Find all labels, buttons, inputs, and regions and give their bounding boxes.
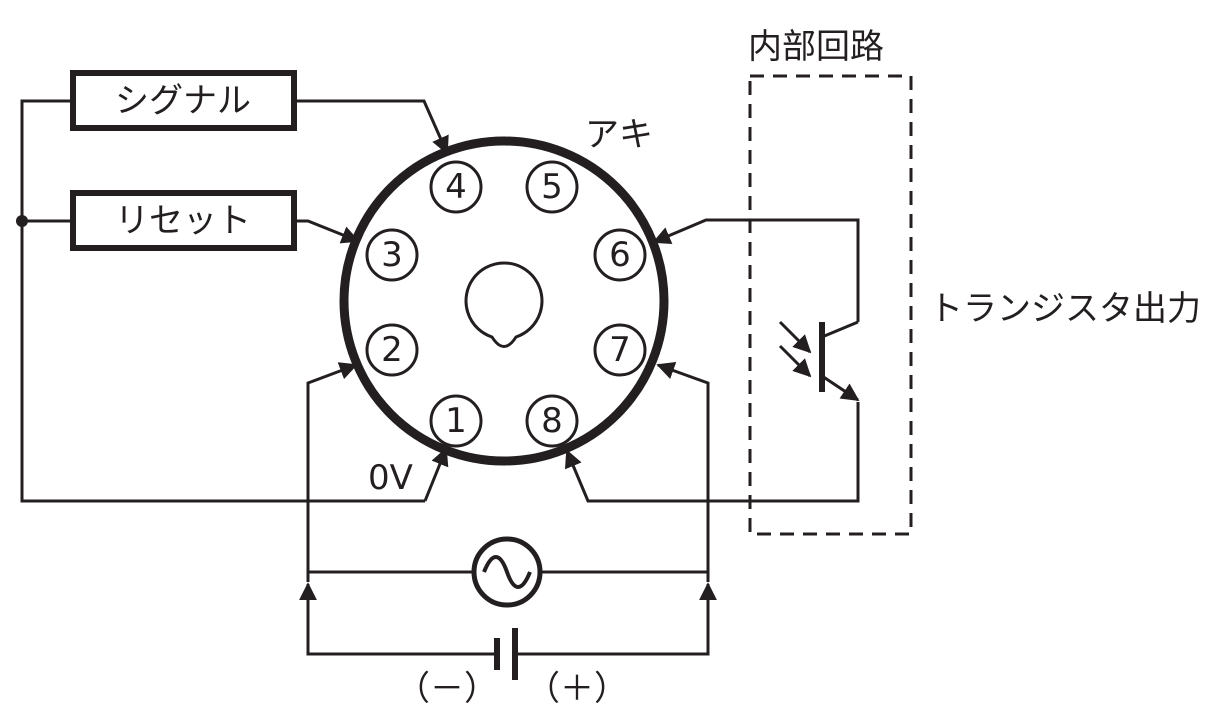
- pin-7: 7: [593, 323, 647, 377]
- pin-3-label: 3: [381, 235, 403, 275]
- pin-5-label: 5: [541, 167, 563, 207]
- battery-left-wire: [299, 582, 497, 656]
- reset-label: リセット: [115, 201, 251, 241]
- plus-label: （＋）: [526, 669, 628, 709]
- minus-label: （－）: [396, 669, 498, 709]
- zero-volt-wire: [423, 447, 449, 502]
- internal-circuit-label: 内部回路: [748, 27, 884, 67]
- pin-5: 5: [525, 160, 579, 214]
- power-minus-wire: [306, 362, 358, 582]
- pin-1-label: 1: [445, 401, 467, 441]
- socket-body: [339, 136, 669, 466]
- key-notch-icon: [464, 261, 544, 348]
- pin-2: 2: [365, 323, 419, 377]
- pin-1: 1: [429, 394, 483, 448]
- pin-3: 3: [365, 228, 419, 282]
- emitter-wire: [564, 402, 860, 503]
- zero-volt-label: 0V: [368, 458, 413, 498]
- signal-label: シグナル: [115, 81, 251, 121]
- signal-wire: [294, 99, 449, 155]
- battery-right-wire: [515, 582, 717, 656]
- battery-icon: [494, 628, 518, 680]
- pin-4-label: 4: [445, 167, 467, 207]
- power-plus-wire: [656, 362, 710, 582]
- pin-8-label: 8: [541, 401, 563, 441]
- reset-wire: [294, 219, 360, 244]
- internal-circuit-box: [748, 74, 913, 536]
- pin-6: 6: [593, 228, 647, 282]
- collector-wire: [652, 218, 860, 322]
- junction-dot: [16, 215, 28, 227]
- ac-source-icon: [471, 536, 543, 608]
- pin-2-label: 2: [381, 330, 403, 370]
- common-wire: [20, 99, 425, 503]
- pin-4: 4: [429, 160, 483, 214]
- pin-8: 8: [525, 394, 579, 448]
- phototransistor-icon: [778, 320, 860, 402]
- pin-6-label: 6: [609, 235, 631, 275]
- empty-pin-label: アキ: [585, 115, 653, 155]
- transistor-output-label: トランジスタ出力: [929, 289, 1201, 329]
- pin-7-label: 7: [609, 330, 631, 370]
